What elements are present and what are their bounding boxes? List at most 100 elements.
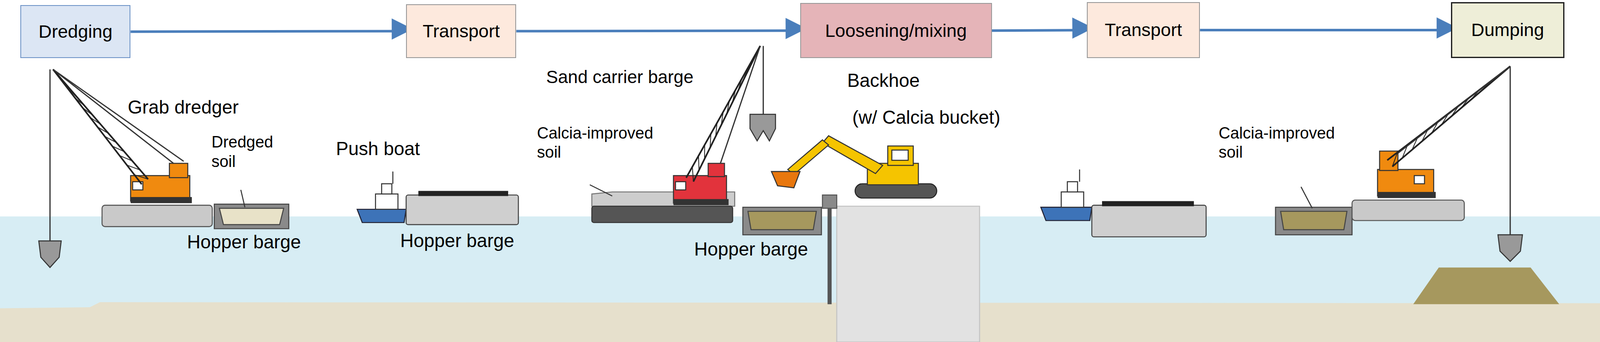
part-label: Calcia-improved soil xyxy=(1217,123,1360,163)
drawing-part xyxy=(1387,66,1510,167)
drawing-part xyxy=(90,117,101,125)
drawing-part xyxy=(743,207,822,235)
drawing-part xyxy=(102,204,213,227)
part-label: Hopper barge xyxy=(398,229,516,252)
drawing-part xyxy=(406,194,519,225)
drawing-part xyxy=(375,193,398,210)
part-label: Hopper barge xyxy=(185,230,303,254)
process-box: Transport xyxy=(1086,2,1201,59)
drawing-part xyxy=(1398,66,1511,154)
drawing-part xyxy=(686,45,761,178)
push-boat-1 xyxy=(357,171,407,223)
drawing-part xyxy=(708,163,725,177)
drawing-part xyxy=(855,183,937,199)
drawing-part xyxy=(52,69,148,180)
drawing-part xyxy=(891,149,909,161)
part-label: Calcia-improved soil xyxy=(535,123,678,163)
drawing-part xyxy=(720,45,761,164)
drawing-part xyxy=(726,100,730,114)
drawing-part xyxy=(134,174,148,179)
drawing-part xyxy=(169,163,188,178)
drawing-part xyxy=(675,181,686,190)
hopper-barge-5 xyxy=(1275,207,1353,235)
drawing-part xyxy=(357,209,407,223)
drawing-part xyxy=(748,211,817,230)
part-label: Grab dredger xyxy=(126,96,241,119)
drawing-part xyxy=(97,126,109,133)
drawing-part xyxy=(762,45,764,114)
drawing-part xyxy=(1387,66,1510,161)
process-box: Dredging xyxy=(20,5,131,59)
drawing-part xyxy=(1392,66,1511,167)
drawing-part xyxy=(1377,191,1436,198)
drawing-part xyxy=(1392,151,1398,166)
drawing-part xyxy=(1067,181,1078,192)
drawing-part xyxy=(1102,201,1194,207)
drawing-part xyxy=(692,166,694,182)
quay-post xyxy=(822,194,838,208)
push-boat-2 xyxy=(1040,169,1092,221)
dumped-mound xyxy=(1413,267,1560,304)
hopper-barge-1 xyxy=(214,204,289,229)
process-box: Transport xyxy=(406,4,517,59)
leader-calcia-soil-2 xyxy=(1301,186,1313,209)
drawing-part xyxy=(1040,207,1092,221)
part-label: Sand carrier barge xyxy=(544,66,695,88)
leader-calcia-soil-1 xyxy=(589,184,613,196)
step-title: Dumping xyxy=(1471,19,1545,40)
drawing-part xyxy=(771,171,800,188)
leader-dredged-soil xyxy=(240,189,246,208)
part-label: Hopper barge xyxy=(692,237,810,261)
drawing-part xyxy=(822,135,883,174)
drawing-part xyxy=(214,204,289,229)
seabed xyxy=(0,301,1600,342)
drawing-part xyxy=(49,69,51,241)
drawing-part xyxy=(1497,234,1523,262)
step-title: Transport xyxy=(422,21,500,42)
drawing-part xyxy=(787,139,829,175)
drawing-part xyxy=(1091,204,1207,237)
drawing-part xyxy=(1280,211,1348,230)
drawing-part xyxy=(591,206,733,223)
drawing-part xyxy=(1275,207,1353,235)
drawing-part xyxy=(52,69,142,185)
flow-arrow xyxy=(1199,28,1451,32)
drawing-part xyxy=(737,78,742,92)
drawing-part xyxy=(698,155,700,171)
quay-wall xyxy=(836,206,980,342)
part-label: Dredged soil xyxy=(210,132,291,172)
drawing-part xyxy=(743,67,748,80)
hopper-barge-4 xyxy=(1091,201,1207,237)
part-label: (w/ Calcia bucket) xyxy=(851,106,1002,129)
process-box: Loosening/mixing xyxy=(800,2,993,59)
backhoe xyxy=(771,135,937,198)
drawing-part xyxy=(112,146,125,152)
drawing-part xyxy=(673,175,727,203)
part-label: Backhoe xyxy=(845,69,921,92)
drawing-part xyxy=(105,136,117,143)
drawing-part xyxy=(686,45,761,182)
step-title: Loosening/mixing xyxy=(825,20,968,41)
drawing-part xyxy=(381,183,392,194)
drawing-part xyxy=(38,240,62,268)
flow-arrow xyxy=(130,30,407,32)
drawing-part xyxy=(418,190,509,196)
step-title: Dredging xyxy=(38,21,113,42)
flow-arrow xyxy=(992,30,1087,31)
flow-arrow xyxy=(516,30,800,31)
drawing-part xyxy=(732,89,736,103)
drawing-part xyxy=(219,207,284,225)
drawing-part xyxy=(130,196,192,203)
drawing-part xyxy=(75,98,85,107)
drawing-part xyxy=(721,111,724,125)
drawing-part xyxy=(1509,66,1511,235)
drawing-part xyxy=(392,171,394,184)
drawing-part xyxy=(1414,175,1425,184)
drawing-part xyxy=(887,145,914,166)
quay-pile xyxy=(827,207,832,304)
drawing-part xyxy=(119,155,133,161)
drawing-part xyxy=(82,107,93,116)
drawing-part xyxy=(127,165,141,170)
drawing-part xyxy=(693,45,761,182)
part-label: Push boat xyxy=(334,137,422,161)
